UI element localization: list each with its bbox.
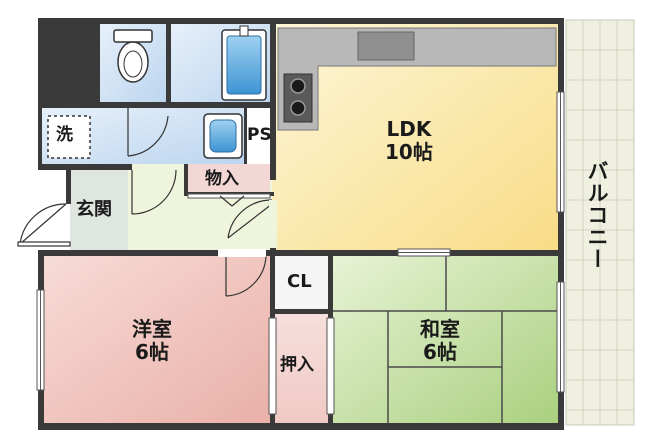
- ldk-label: LDK 10帖: [385, 118, 433, 164]
- ldk-size: 10帖: [385, 140, 433, 164]
- washer-label: 洗: [56, 125, 73, 145]
- pipe-space-floor: [246, 108, 272, 164]
- doors: [17, 108, 273, 297]
- balcony-label: バルコニー: [585, 160, 609, 270]
- japanese-room-name: 和室: [420, 317, 460, 341]
- storage-floor: [184, 164, 270, 196]
- windows: [36, 91, 565, 415]
- oshiire-floor: [274, 314, 330, 423]
- closet-label: CL: [287, 271, 312, 292]
- toilet-icon: [113, 29, 153, 83]
- japanese-room-size: 6帖: [423, 340, 457, 364]
- japanese-room-label: 和室 6帖: [420, 318, 460, 364]
- pipe-space-label: PS: [247, 125, 272, 145]
- entrance-floor: [70, 170, 128, 254]
- wash-basin-icon: [203, 113, 243, 159]
- western-room-floor: [40, 255, 272, 423]
- oshiire-label: 押入: [280, 355, 314, 375]
- western-room-name: 洋室: [132, 317, 172, 341]
- western-room-label: 洋室 6帖: [132, 318, 172, 364]
- storage-label: 物入: [205, 169, 239, 189]
- japanese-room-floor: [332, 255, 558, 423]
- bathtub-icon: [221, 25, 267, 101]
- door-openings: [218, 200, 277, 257]
- ldk-name: LDK: [386, 117, 432, 141]
- closet-floor: [274, 255, 330, 311]
- washer-space: [47, 115, 91, 159]
- western-room-size: 6帖: [135, 340, 169, 364]
- stove-icon: [283, 73, 313, 123]
- entrance-label: 玄関: [76, 199, 112, 220]
- kitchen-counter: [277, 27, 557, 131]
- tatami-mats: [332, 255, 558, 423]
- balcony: [565, 19, 635, 426]
